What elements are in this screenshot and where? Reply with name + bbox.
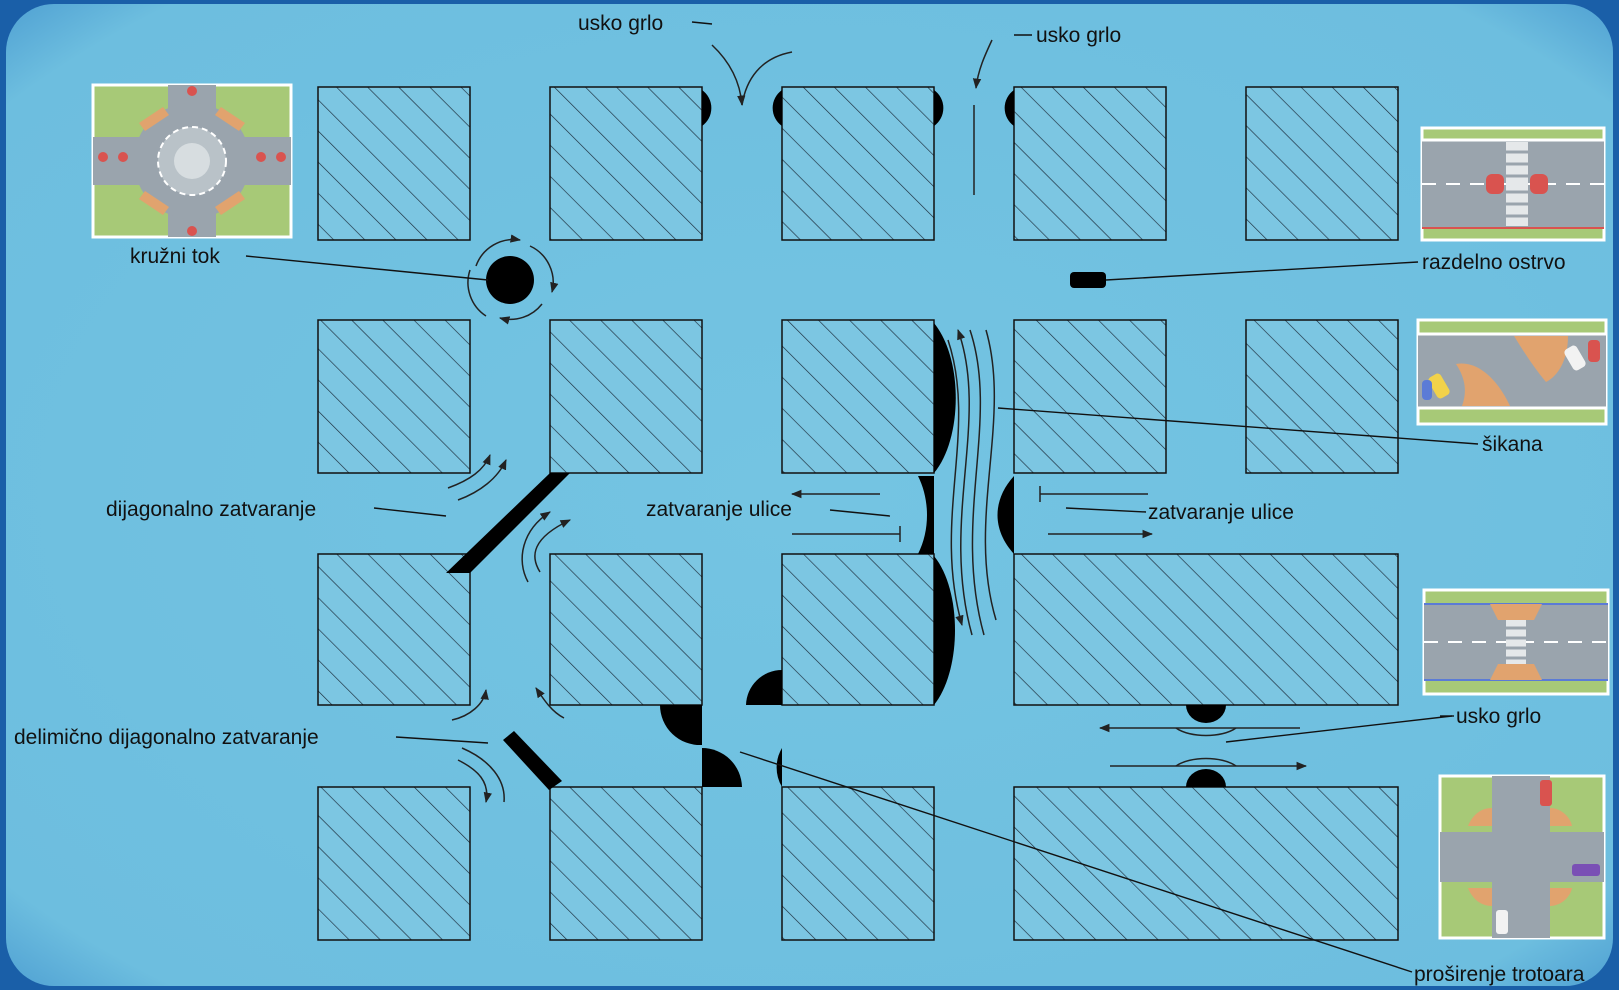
block-wide [1014, 787, 1398, 940]
label-delimicno-dijagonalno-zatvaranje: delimično dijagonalno zatvaranje [14, 726, 319, 749]
block [782, 787, 934, 940]
block [318, 320, 470, 473]
label-razdelno-ostrvo: razdelno ostrvo [1422, 251, 1566, 274]
block [318, 554, 470, 705]
block [1014, 87, 1166, 240]
label-prosirenje-trotoara: proširenje trotoara [1414, 963, 1585, 986]
block [782, 320, 934, 473]
block [318, 87, 470, 240]
roundabout-photo-icon [93, 85, 291, 237]
label-kruzni-tok: kružni tok [130, 245, 220, 268]
label-usko-grlo: usko grlo [1456, 705, 1541, 728]
median-island [1070, 272, 1106, 288]
block [782, 554, 934, 705]
label-usko-grlo: usko grlo [578, 12, 663, 35]
block [550, 320, 702, 473]
block [782, 87, 934, 240]
label-sikana: šikana [1482, 433, 1543, 456]
median-island-photo-icon [1422, 128, 1604, 240]
block [318, 787, 470, 940]
curb-extension-photo-icon [1440, 776, 1604, 938]
block [550, 787, 702, 940]
label-usko-grlo: usko grlo [1036, 24, 1121, 47]
block [1014, 320, 1166, 473]
chicane-photo-icon [1418, 320, 1606, 424]
roundabout-island [486, 256, 534, 304]
block [1246, 87, 1398, 240]
block [550, 554, 702, 705]
label-zatvaranje-ulice: zatvaranje ulice [646, 498, 792, 521]
block-wide [1014, 554, 1398, 705]
block [550, 87, 702, 240]
label-zatvaranje-ulice: zatvaranje ulice [1148, 501, 1294, 524]
block [1246, 320, 1398, 473]
choke-photo-icon [1424, 590, 1608, 694]
label-dijagonalno-zatvaranje: dijagonalno zatvaranje [106, 498, 316, 521]
